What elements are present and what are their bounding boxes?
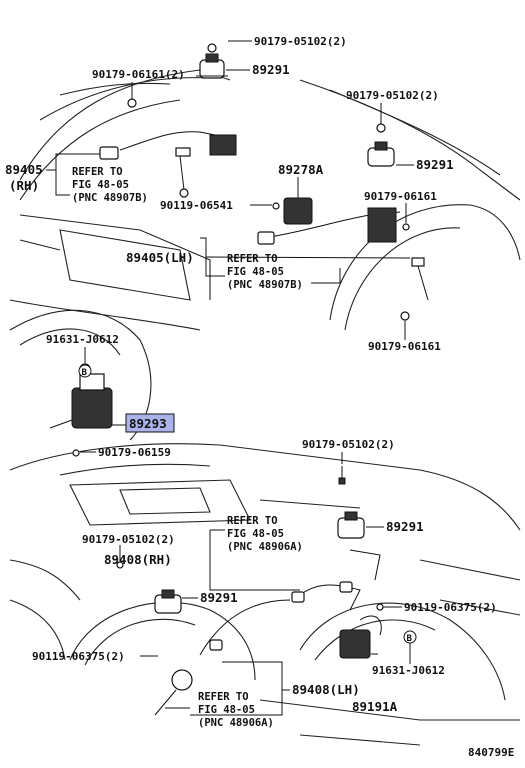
rear-rh-link-assembly (291, 581, 361, 611)
callout-rear-top-sensor: 89291 (386, 519, 424, 534)
callout-rear-top-bolt: 90179-05102(2) (302, 438, 395, 451)
front-rh-ref-line1: REFER TO (72, 166, 123, 178)
rear-rh-ref-line3: (PNC 48906A) (227, 541, 303, 553)
front-lh-link-assembly (257, 207, 429, 321)
callout-right-bolt: 90179-05102(2) (346, 89, 439, 102)
rear-rh-ref-line2: FIG 48-05 (227, 528, 284, 540)
callout-rear-rh-label: 89408(RH) (104, 552, 172, 567)
callout-front-lh-label: 89405(LH) (126, 250, 194, 265)
height-sensor-right (367, 123, 395, 167)
callout-ecu-nut: 90179-06159 (98, 446, 171, 459)
bracket-89278a (272, 197, 313, 225)
leader-lines (46, 40, 414, 716)
b-markers: B B (78, 364, 417, 644)
height-sensor-top (196, 43, 228, 79)
callout-right-sensor: 89291 (416, 157, 454, 172)
front-lh-ref-line3: (PNC 48907B) (227, 279, 303, 291)
callout-top-bolt: 90179-05102(2) (254, 35, 347, 48)
rear-lh-ref-line3: (PNC 48906A) (198, 717, 274, 729)
callout-mid-bracket: 89278A (278, 162, 324, 177)
rear-rh-ref-line1: REFER TO (227, 515, 278, 527)
front-rh-ref-line3: (PNC 48907B) (72, 192, 148, 204)
callout-mid-right-nut: 90179-06161 (364, 190, 437, 203)
front-rh-ref-line2: FIG 48-05 (72, 179, 129, 191)
height-sensor-rear-top (337, 466, 381, 581)
figure-id: 840799E (468, 746, 514, 759)
callout-top-sensor: 89291 (252, 62, 290, 77)
callout-front-rh-side: (RH) (9, 178, 39, 193)
callout-rear-left-lower-bolt: 90119-06375(2) (32, 650, 125, 663)
ecu-89293 (49, 363, 113, 457)
callout-rear-bracket-bolt: 91631-J0612 (372, 664, 445, 677)
ecu-highlight-box (125, 413, 175, 433)
callout-rear-left-bolt: 90179-05102(2) (82, 533, 175, 546)
callout-rear-left-sensor: 89291 (200, 590, 238, 605)
callout-labels: 90179-05102(2) 89291 90179-06161(2) 9017… (5, 35, 514, 759)
callout-front-rh-number: 89405 (5, 162, 43, 177)
callout-mid-bolt: 90119-06541 (160, 199, 233, 212)
callout-rear-lh-label: 89408(LH) (292, 682, 360, 697)
rear-lh-ref-line2: FIG 48-05 (198, 704, 255, 716)
callout-ecu: 89293 (129, 416, 167, 431)
front-lh-ref-line1: REFER TO (227, 253, 278, 265)
callout-rear-bracket: 89191A (352, 699, 398, 714)
callout-lower-right-nut: 90179-06161 (368, 340, 441, 353)
callout-top-left-nut: 90179-06161(2) (92, 68, 185, 81)
rear-lh-link-assembly (154, 599, 291, 716)
front-lh-ref-line2: FIG 48-05 (227, 266, 284, 278)
callout-rear-right-bolt: 90119-06375(2) (404, 601, 497, 614)
height-sensor-rear-left (116, 561, 182, 614)
front-rh-link-assembly (99, 98, 237, 198)
parts (49, 43, 429, 716)
rear-lh-ref-line1: REFER TO (198, 691, 249, 703)
vehicle-body-outline (9, 69, 521, 746)
callout-ecu-bolt: 91631-J0612 (46, 333, 119, 346)
b-marker-rear-bracket: B (407, 634, 413, 644)
b-marker-ecu: B (82, 368, 88, 378)
